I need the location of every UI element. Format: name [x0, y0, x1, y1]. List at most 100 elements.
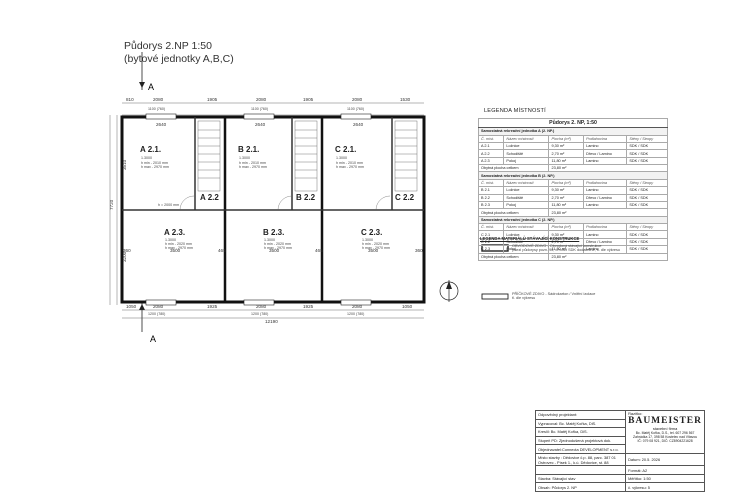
stamp-row-2: Kreslil: Bc. Matěj Kořka, DiS.: [534, 427, 627, 437]
cell: Dřevo / Lamino: [583, 149, 628, 158]
unit-c-header: Samostatná rekreační jednotka C (2. NP.): [478, 215, 668, 225]
total-value: 23,80 m²: [548, 208, 668, 217]
cell: B 2.2: [477, 193, 505, 202]
stamp-place: Místo stavby : Dědovice č.p. 88, parc. 3…: [534, 452, 627, 467]
dimension-lines: [109, 102, 424, 319]
cell: Lamino: [583, 156, 628, 166]
cell: A 2.3: [477, 156, 505, 166]
room-c23-label: C 2.3.: [361, 228, 382, 237]
cell: Ložnice: [503, 141, 550, 151]
col-header: Č. míst.: [477, 178, 505, 188]
cell: 11,80 m²: [548, 156, 585, 166]
cell: A 2.2: [477, 149, 505, 158]
unit-b-header: Samostatná rekreační jednotka B (2. NP.): [478, 171, 668, 180]
col-header: Č. míst.: [477, 134, 505, 143]
dim-wall-left: 360: [123, 248, 131, 253]
material-item-1: OBVODOVÉ ZDIVO - Obvodová stávající kons…: [512, 244, 620, 252]
dim-top-4: 1905: [303, 97, 314, 102]
top-dimensions: 810 2080 1905 2080 1905 2080 1530 1100 (…: [126, 97, 411, 111]
col-header: Podlahovina: [583, 223, 628, 232]
cell: 2,70 m²: [548, 193, 585, 202]
stamp-row-0: Odpovědný projektant:: [534, 410, 627, 420]
cell: 9,30 m²: [548, 141, 585, 151]
dim-mid-b: 465: [315, 248, 323, 253]
col-header: Název místnosti: [503, 223, 550, 232]
window-note: h = 2000 mm: [158, 203, 179, 207]
stamp-stavba: Stavba: Stávající stav: [534, 473, 627, 484]
col-header: Název místnosti: [503, 178, 550, 188]
cell: SDK / SDK: [626, 193, 668, 202]
dim-bottom-2: 1925: [207, 304, 218, 309]
room-a23-label: A 2.3.: [164, 228, 185, 237]
title-line-1: Půdorys 2.NP 1:50: [124, 40, 212, 52]
room-a23-h2: h max - 2970 mm: [165, 246, 193, 250]
section-mark-bottom-label: A: [150, 334, 156, 344]
section-mark-top: A: [139, 52, 154, 92]
cell: Lamino: [583, 230, 628, 239]
title-block: Odpovědný projektant: Razítko: BAUMEISTE…: [534, 410, 705, 492]
dim-bottom-3: 2080: [256, 304, 267, 309]
bottom-dimensions: 1050 2080 1925 2080 1925 2080 1050 1200 …: [126, 304, 413, 324]
room-b22-label: B 2.2: [296, 193, 316, 202]
dim-top-sub-2: 1100 (760): [347, 107, 364, 111]
material-item-1-line1: OBVODOVÉ ZDIVO - Obvodová stávající kons…: [512, 244, 602, 248]
cell: A 2.1: [477, 141, 505, 151]
room-a21-label: A 2.1.: [140, 145, 161, 154]
dim-bottom-sub-0: 1200 (780): [148, 312, 165, 316]
room-c21-h2: h max - 2970 mm: [336, 165, 364, 169]
cell: Pokoj: [503, 156, 550, 166]
title-line-2: (bytové jednotky A,B,C): [124, 53, 234, 65]
cell: SDK / SDK: [626, 230, 668, 239]
dim-inner-bottom-1: 3500: [269, 248, 280, 253]
cell: 11,80 m²: [548, 200, 585, 210]
company-logo: BAUMEISTER: [628, 416, 702, 427]
cell: SDK / SDK: [626, 245, 668, 254]
staircases: [197, 120, 418, 192]
col-header: Plocha (m²): [548, 178, 585, 188]
dim-top-6: 1530: [400, 97, 411, 102]
col-header: Stěny / Stropy: [626, 134, 668, 143]
room-c23-h2: h max - 2970 mm: [362, 246, 390, 250]
dim-bottom-1: 2080: [153, 304, 164, 309]
total-label: Obytná plocha celkem: [477, 252, 550, 261]
dim-total: 12190: [265, 319, 278, 324]
dim-top-1: 2080: [153, 97, 164, 102]
room-b23-h2: h max - 2970 mm: [264, 246, 292, 250]
col-header: Stěny / Stropy: [626, 223, 668, 232]
room-legend-title: LEGENDA MÍSTNOSTÍ: [484, 108, 546, 114]
stamp-vykres: č. výkresu: 5: [625, 482, 705, 492]
stamp-datum: Datum: 20.5. 2026: [625, 452, 705, 467]
dim-wall-right: 360: [415, 248, 423, 253]
stamp-razitko-label: Razítko:: [628, 411, 643, 417]
room-a22-label: A 2.2: [200, 193, 219, 202]
dim-top-sub-0: 1100 (760): [148, 107, 165, 111]
dim-top-0: 810: [126, 97, 134, 102]
cell: B 2.3: [477, 200, 505, 210]
col-header: Podlahovina: [583, 134, 628, 143]
material-item-2-line2: tl. dle výkresu: [512, 296, 536, 300]
cell: Ložnice: [503, 186, 550, 195]
room-c21-label: C 2.1.: [335, 145, 356, 154]
dim-inner-bottom-2: 3500: [368, 248, 379, 253]
cell: Lamino: [583, 141, 628, 151]
stamp-row-1: Vypracoval: Bc. Matěj Kořka, DiS.: [534, 418, 627, 429]
col-header: Podlahovina: [583, 178, 628, 188]
cell: SDK / SDK: [626, 237, 668, 247]
north-arrow-icon: [439, 280, 459, 302]
room-c23-h1: h min - 2020 mm: [362, 242, 389, 246]
stamp-empty: [534, 465, 627, 475]
stamp-row-4: Objednavatel:Connecta DEVELOPMENT s.r.o.: [534, 444, 627, 454]
company-addr-3: IČ: 079 08 921, DIČ: CZ8904221628: [637, 439, 693, 444]
partition-walls: [122, 117, 424, 211]
stamp-obsah: Obsah: Půdorys 2. NP: [534, 482, 627, 492]
room-legend-table: Půdorys 2. NP, 1:50 Samostatná rekreační…: [477, 117, 668, 261]
door-swings: [179, 195, 391, 211]
cell: Schodiště: [503, 193, 550, 202]
cell: Pokoj: [503, 200, 550, 210]
